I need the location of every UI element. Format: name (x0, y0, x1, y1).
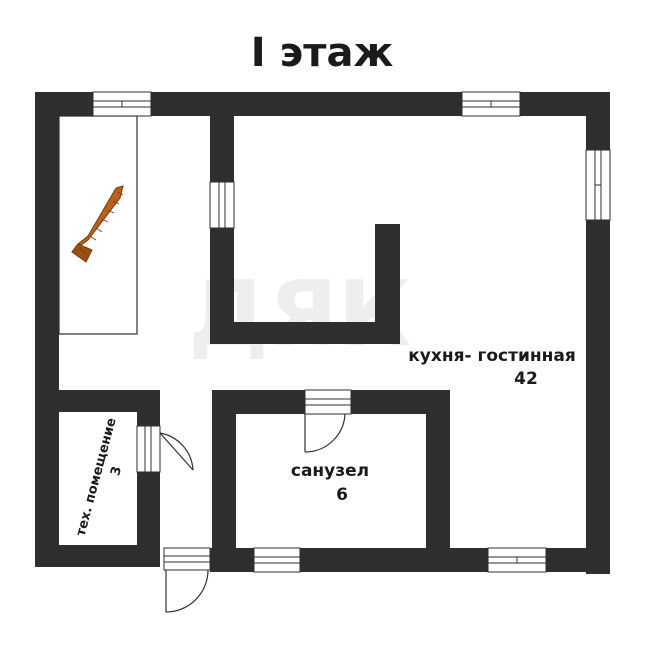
floor-title: I этаж (251, 30, 394, 76)
bathroom-door (304, 413, 346, 453)
inner-wall-horizontal (210, 322, 400, 344)
utility-name: тех. помещение (74, 416, 120, 538)
utility-wall-top (35, 390, 160, 412)
utility-wall-right (137, 390, 160, 567)
inner-wall-vertical-left (210, 116, 234, 344)
entrance-door (165, 569, 209, 613)
bathroom-wall-right (426, 390, 450, 572)
staircase (71, 185, 124, 263)
window-utility (136, 425, 161, 473)
window-top-right (461, 91, 521, 117)
window-inner-wall (209, 181, 235, 229)
outer-wall-bottom-left (35, 545, 160, 567)
window-bathroom-bottom (253, 547, 301, 573)
windows (92, 91, 611, 573)
entrance-frame (163, 547, 211, 571)
window-right-wall (585, 149, 611, 221)
inner-wall-vertical-right (375, 224, 400, 344)
kitchen-name: кухня- гостинная (408, 346, 576, 366)
utility-area: 3 (108, 465, 125, 478)
window-bottom-right (487, 547, 547, 573)
bathroom-name: санузел (291, 461, 369, 481)
bathroom-wall-left (212, 390, 236, 572)
bathroom-area: 6 (336, 485, 348, 505)
window-bathroom-door-frame (304, 389, 352, 415)
kitchen-area: 42 (514, 369, 538, 389)
utility-door (159, 432, 194, 471)
outer-wall-left (35, 92, 59, 567)
doors (159, 413, 346, 613)
window-top-left (92, 91, 152, 117)
